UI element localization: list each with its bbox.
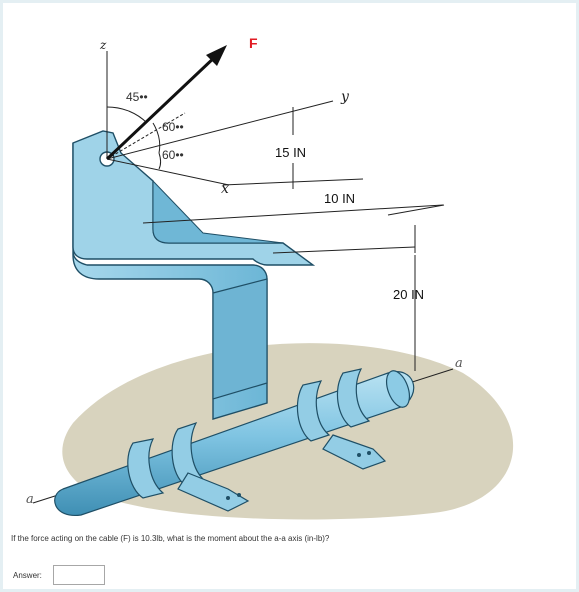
answer-label: Answer: bbox=[13, 571, 42, 580]
dim-20-label: 20 IN bbox=[393, 287, 424, 302]
dim-10-label: 10 IN bbox=[324, 191, 355, 206]
dimension-lines bbox=[142, 107, 445, 371]
question-panel: F z y x 45•• 60•• 60•• 15 IN 10 IN 20 IN… bbox=[3, 3, 576, 589]
y-axis-label: y bbox=[340, 89, 350, 105]
answer-input[interactable] bbox=[53, 565, 105, 585]
z-axis-label: z bbox=[99, 38, 107, 52]
axis-a-left-label: a bbox=[26, 492, 34, 507]
axis-a-right-label: a bbox=[455, 356, 463, 371]
angle-z-label: 45•• bbox=[126, 90, 148, 104]
bracket-lower-tab bbox=[212, 278, 268, 400]
x-axis-label: x bbox=[221, 181, 229, 197]
dim-15-label: 15 IN bbox=[275, 145, 306, 160]
bracket-diagram: F z y x 45•• 60•• 60•• 15 IN 10 IN 20 IN… bbox=[26, 35, 514, 520]
force-arrow bbox=[105, 45, 227, 161]
angle-y-label: 60•• bbox=[162, 120, 184, 134]
pipe-end bbox=[385, 370, 411, 408]
question-text: If the force acting on the cable (F) is … bbox=[11, 534, 330, 543]
coordinate-axes bbox=[106, 51, 334, 186]
angle-x-label: 60•• bbox=[162, 148, 184, 162]
force-label: F bbox=[249, 35, 258, 51]
bracket-fold bbox=[152, 179, 284, 244]
pipe-clamps bbox=[127, 368, 387, 512]
